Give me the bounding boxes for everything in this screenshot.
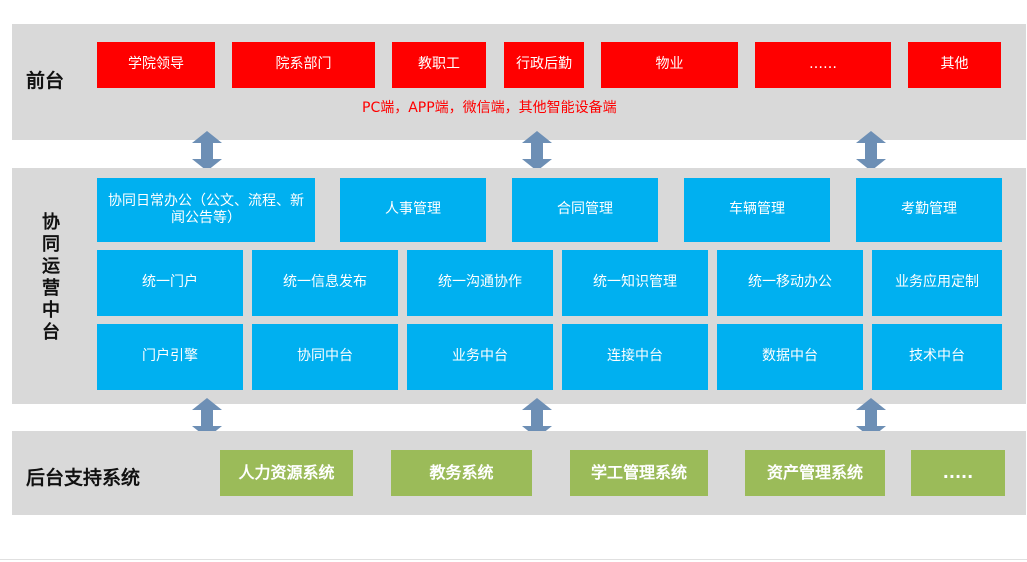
module-hr-management[interactable]: 人事管理 — [340, 178, 486, 242]
double-arrow-icon — [522, 398, 552, 438]
module-portal-engine[interactable]: 门户引擎 — [97, 324, 243, 390]
front-label: 前台 — [26, 70, 65, 92]
module-tech-platform[interactable]: 技术中台 — [872, 324, 1002, 390]
module-unified-communication[interactable]: 统一沟通协作 — [407, 250, 553, 316]
module-attendance-management[interactable]: 考勤管理 — [856, 178, 1002, 242]
front-box-departments[interactable]: 院系部门 — [232, 42, 375, 88]
module-business-platform[interactable]: 业务中台 — [407, 324, 553, 390]
back-label: 后台支持系统 — [26, 467, 141, 489]
backend-student-affairs-system[interactable]: 学工管理系统 — [570, 450, 708, 496]
double-arrow-icon — [192, 398, 222, 438]
front-box-college-leaders[interactable]: 学院领导 — [97, 42, 215, 88]
module-unified-publishing[interactable]: 统一信息发布 — [252, 250, 398, 316]
module-unified-knowledge[interactable]: 统一知识管理 — [562, 250, 708, 316]
double-arrow-icon — [192, 131, 222, 171]
module-unified-portal[interactable]: 统一门户 — [97, 250, 243, 316]
module-unified-mobile[interactable]: 统一移动办公 — [717, 250, 863, 316]
module-vehicle-management[interactable]: 车辆管理 — [684, 178, 830, 242]
front-box-staff[interactable]: 教职工 — [392, 42, 486, 88]
backend-more[interactable]: ..... — [911, 450, 1005, 496]
backend-academic-system[interactable]: 教务系统 — [391, 450, 532, 496]
bottom-divider — [0, 559, 1027, 560]
front-box-logistics[interactable]: 行政后勤 — [504, 42, 584, 88]
module-contract-management[interactable]: 合同管理 — [512, 178, 658, 242]
double-arrow-icon — [856, 398, 886, 438]
module-app-customization[interactable]: 业务应用定制 — [872, 250, 1002, 316]
double-arrow-icon — [522, 131, 552, 171]
backend-asset-system[interactable]: 资产管理系统 — [745, 450, 885, 496]
double-arrow-icon — [856, 131, 886, 171]
front-box-property[interactable]: 物业 — [601, 42, 738, 88]
module-collaboration-platform[interactable]: 协同中台 — [252, 324, 398, 390]
backend-hr-system[interactable]: 人力资源系统 — [220, 450, 353, 496]
front-box-other[interactable]: 其他 — [908, 42, 1001, 88]
front-box-ellipsis[interactable]: …… — [755, 42, 891, 88]
module-connection-platform[interactable]: 连接中台 — [562, 324, 708, 390]
module-data-platform[interactable]: 数据中台 — [717, 324, 863, 390]
front-channels-note: PC端，APP端，微信端，其他智能设备端 — [362, 100, 617, 116]
middle-label: 协同运营中台 — [42, 212, 60, 343]
module-collaborative-office[interactable]: 协同日常办公（公文、流程、新闻公告等） — [97, 178, 315, 242]
